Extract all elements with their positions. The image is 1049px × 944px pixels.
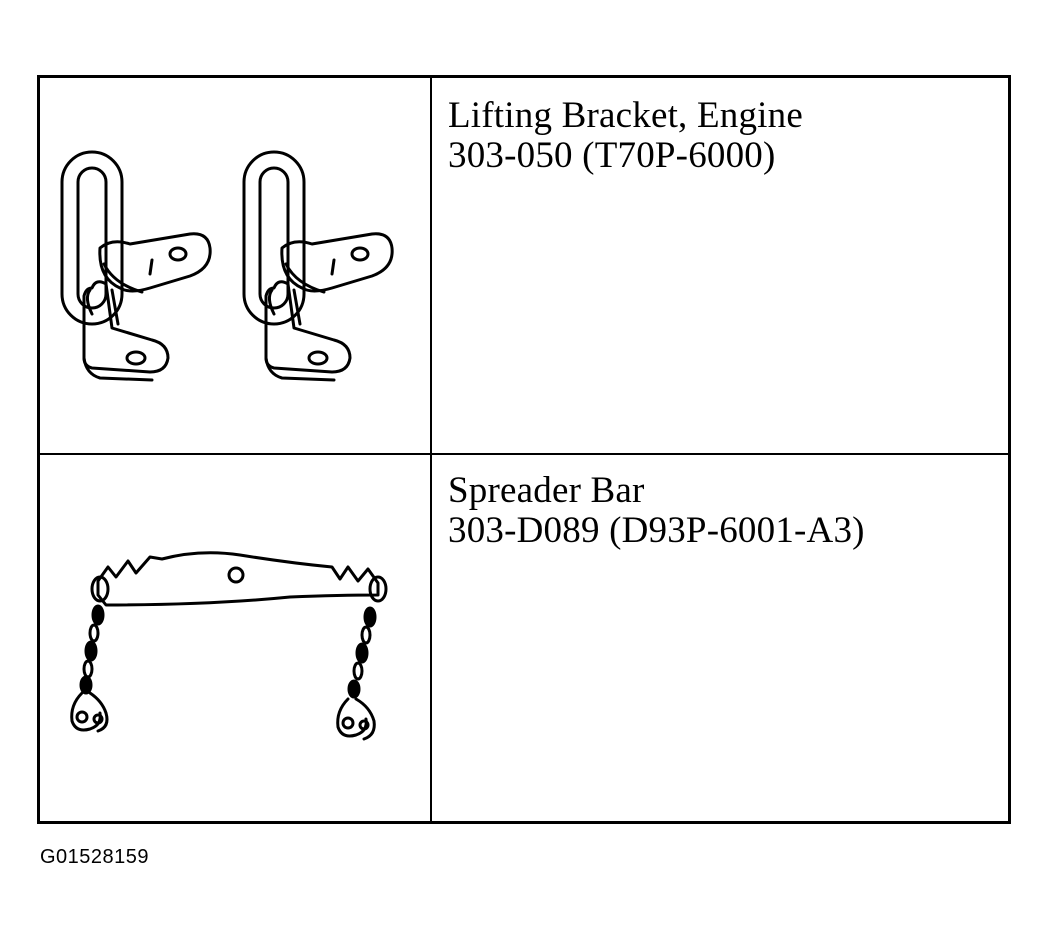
column-divider (430, 78, 432, 821)
tool-part-number: 303-D089 (D93P-6001-A3) (448, 510, 865, 551)
figure-code: G01528159 (40, 846, 150, 868)
tool-table: Lifting Bracket, Engine 303-050 (T70P-60… (37, 75, 1011, 824)
tool-name: Lifting Bracket, Engine (448, 95, 803, 136)
spreader-bar-description: Spreader Bar 303-D089 (D93P-6001-A3) (448, 471, 865, 551)
tool-part-number: 303-050 (T70P-6000) (448, 135, 776, 176)
tool-name: Spreader Bar (448, 470, 645, 511)
lifting-bracket-description: Lifting Bracket, Engine 303-050 (T70P-60… (448, 96, 803, 176)
spreader-bar-illustration (40, 455, 430, 821)
lifting-bracket-illustration (40, 78, 430, 453)
spreader-bar-icon (70, 551, 388, 741)
row-divider (40, 453, 1008, 455)
lifting-bracket-icon (60, 150, 394, 382)
